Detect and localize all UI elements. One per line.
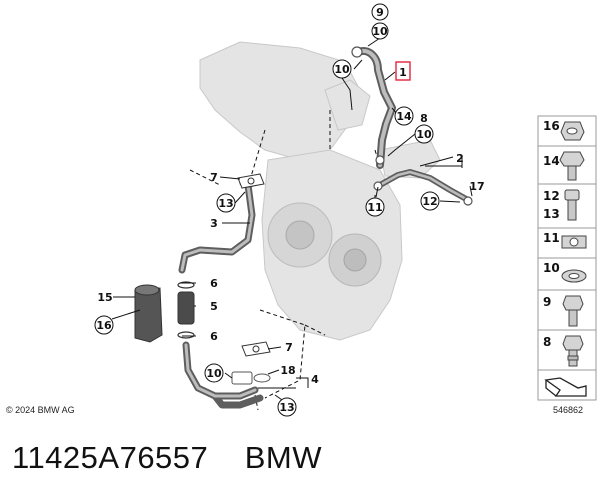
- callout-9: 9: [371, 3, 389, 21]
- callout-8: 8: [420, 112, 428, 125]
- svg-text:10: 10: [416, 128, 432, 141]
- svg-text:11: 11: [367, 201, 382, 214]
- svg-text:13: 13: [543, 207, 560, 221]
- oil-feed-line-upper: [351, 46, 396, 169]
- washer-icon: [561, 269, 587, 283]
- callout-6-lower: 6: [210, 330, 218, 343]
- svg-text:18: 18: [280, 364, 295, 377]
- svg-text:11: 11: [543, 231, 560, 245]
- brand-name: BMW: [244, 440, 323, 475]
- callout-6-upper: 6: [210, 277, 218, 290]
- gaskets: [237, 173, 271, 357]
- hollow-bolt-icon: [562, 335, 584, 367]
- hex-bolt-icon: [559, 151, 585, 181]
- callout-4: 4: [311, 373, 319, 386]
- svg-text:12: 12: [422, 195, 437, 208]
- callout-3: 3: [210, 217, 218, 230]
- callout-5: 5: [210, 300, 218, 313]
- legend-row-12-13: 12 13: [537, 183, 597, 229]
- svg-text:12: 12: [543, 189, 560, 203]
- part-number: 11425A76557: [12, 440, 209, 475]
- connecting-hose: [177, 281, 195, 339]
- legend-row-8: 8: [537, 329, 597, 371]
- svg-text:10: 10: [206, 367, 222, 380]
- part-caption: 11425A76557 BMW: [12, 440, 322, 476]
- svg-text:10: 10: [543, 261, 560, 275]
- svg-text:10: 10: [372, 25, 388, 38]
- callout-14: 14: [394, 106, 414, 126]
- callout-7-lower: 7: [285, 341, 293, 354]
- oil-line-right: [373, 169, 473, 206]
- clip-nut-icon: [561, 235, 587, 249]
- svg-text:9: 9: [376, 6, 384, 19]
- callout-labels: 9 10 10 1 14 8 10: [94, 3, 485, 417]
- svg-text:6: 6: [210, 330, 218, 343]
- legend-row-arrow: [537, 369, 597, 401]
- legend-row-9: 9: [537, 289, 597, 331]
- svg-text:16: 16: [96, 319, 112, 332]
- svg-text:7: 7: [210, 171, 218, 184]
- callout-10-left: 10: [332, 59, 352, 79]
- callout-15: 15: [97, 291, 112, 304]
- legend-row-16: 16: [537, 115, 597, 147]
- copyright-text: © 2024 BMW AG: [6, 405, 75, 415]
- callout-7-upper: 7: [210, 171, 218, 184]
- svg-text:10: 10: [334, 63, 350, 76]
- svg-text:13: 13: [218, 197, 233, 210]
- callout-1: 1: [395, 61, 411, 81]
- svg-text:16: 16: [543, 119, 560, 133]
- callout-17: 17: [469, 180, 484, 193]
- callout-12: 12: [420, 191, 440, 211]
- callout-18: 18: [280, 364, 295, 377]
- leader-lines: [111, 27, 473, 403]
- svg-text:2: 2: [456, 152, 464, 165]
- callout-2: 2: [456, 152, 464, 165]
- callout-11: 11: [365, 197, 385, 217]
- legend-row-11: 11: [537, 227, 597, 259]
- callout-13-upper: 13: [216, 193, 236, 213]
- callout-10-top: 10: [371, 22, 389, 40]
- svg-text:7: 7: [285, 341, 293, 354]
- svg-text:9: 9: [543, 295, 551, 309]
- legend-row-14: 14: [537, 145, 597, 185]
- nut-flange-icon: [560, 121, 585, 141]
- banjo-bolt-icon: [562, 295, 584, 327]
- legend-row-10: 10: [537, 257, 597, 291]
- svg-text:3: 3: [210, 217, 218, 230]
- socket-screw-icon: [564, 189, 580, 221]
- svg-text:5: 5: [210, 300, 218, 313]
- callout-10-right: 10: [414, 124, 434, 144]
- rubber-sleeve: [134, 284, 163, 343]
- svg-text:1: 1: [399, 66, 407, 79]
- callout-13-lower: 13: [277, 397, 297, 417]
- svg-text:6: 6: [210, 277, 218, 290]
- diagram-id: 546862: [553, 405, 584, 415]
- svg-text:8: 8: [543, 335, 551, 349]
- callout-10-lower: 10: [204, 363, 224, 383]
- callout-16: 16: [94, 315, 114, 335]
- arrow-sheet-icon: [544, 377, 587, 397]
- svg-text:14: 14: [543, 154, 560, 168]
- svg-text:14: 14: [396, 110, 412, 123]
- svg-text:4: 4: [311, 373, 319, 386]
- svg-text:17: 17: [469, 180, 484, 193]
- turbocharger-silhouette: [199, 41, 441, 341]
- svg-text:8: 8: [420, 112, 428, 125]
- svg-text:15: 15: [97, 291, 112, 304]
- parts-legend: 16 14 12 13 11: [537, 115, 597, 401]
- svg-text:13: 13: [279, 401, 294, 414]
